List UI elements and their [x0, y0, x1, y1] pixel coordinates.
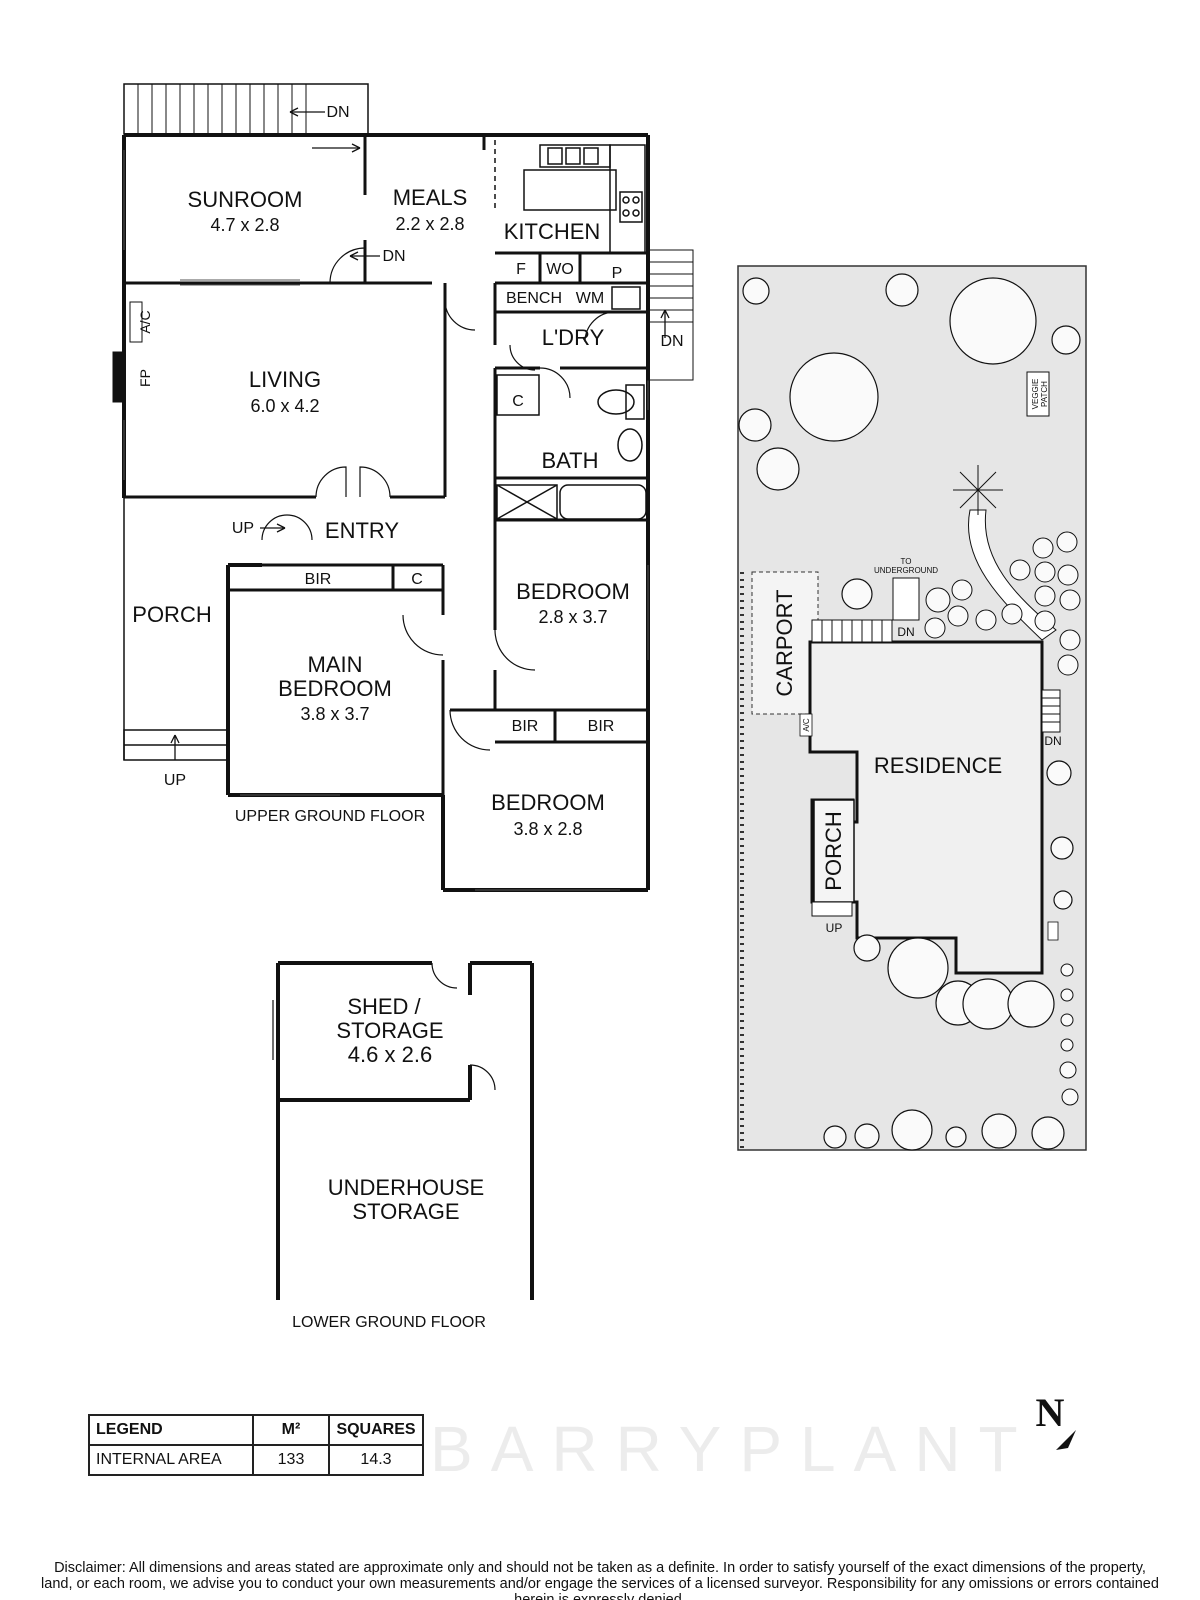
site-dn-label: DN [897, 625, 914, 639]
site-ac-unit [799, 713, 813, 737]
porch-outline [123, 498, 229, 761]
fireplace [112, 351, 126, 403]
main-bir-label: BIR [305, 571, 332, 588]
bath-fixtures [496, 374, 647, 520]
meals-dim: 2.2 x 2.8 [395, 214, 464, 234]
living-dim: 6.0 x 4.2 [250, 396, 319, 416]
squares-header: SQUARES [328, 1414, 424, 1446]
hot-water-unit [1047, 921, 1059, 941]
lower-ground-floor [272, 961, 534, 1300]
main-bedroom-dim: 3.8 x 3.7 [300, 704, 369, 724]
windows [123, 150, 649, 891]
bath-label: BATH [541, 448, 598, 473]
bedroom3-dim: 3.8 x 2.8 [513, 819, 582, 839]
north-arrow: N [1036, 1392, 1076, 1450]
carport [751, 571, 819, 715]
underground-access [892, 577, 920, 621]
laundry-dn-label: DN [660, 333, 683, 350]
area-legend: LEGEND M² SQUARES INTERNAL AREA 133 14.3 [88, 1414, 424, 1476]
sunroom-dn-label: DN [382, 248, 405, 265]
bench-label: BENCH [506, 290, 562, 307]
site-labels: RESIDENCE CARPORT PORCH TO UNDERGROUND V… [772, 379, 1062, 935]
site-dn-label-2: DN [1044, 734, 1061, 748]
linen-cupboard-label: C [512, 393, 524, 410]
porch-label: PORCH [132, 602, 211, 627]
pantry-label: P [612, 265, 623, 282]
shed-dim: 4.6 x 2.6 [348, 1042, 432, 1067]
shed-label-1: SHED / [347, 994, 421, 1019]
site-up-label: UP [826, 921, 843, 935]
upper-ground-floor [112, 83, 694, 892]
deck-dn-label: DN [326, 104, 349, 121]
porch-up-label: UP [164, 772, 186, 789]
veggie-label-2: PATCH [1040, 381, 1049, 407]
underhouse-label-2: STORAGE [352, 1199, 459, 1224]
laundry-label: L'DRY [542, 325, 605, 350]
shrubs [924, 531, 1081, 1106]
ac-label: A/C [137, 310, 153, 333]
north-label: N [1036, 1392, 1065, 1435]
door-swings [261, 247, 616, 751]
deck-stair-treads [137, 84, 307, 134]
entry-label: ENTRY [325, 518, 399, 543]
ac-unit [129, 301, 143, 343]
underhouse-label-1: UNDERHOUSE [328, 1175, 484, 1200]
north-arrow-icon [1056, 1430, 1076, 1450]
laundry-stairs [647, 249, 694, 381]
legend-header: LEGEND [88, 1414, 254, 1446]
kitchen-fixtures [494, 140, 646, 310]
main-bedroom-label-1: MAIN [308, 652, 363, 677]
internal-area-label: INTERNAL AREA [88, 1444, 254, 1476]
fridge-label: F [516, 261, 526, 278]
to-underground-label-1: TO [901, 557, 912, 566]
brand-watermark: BARRYPLANT [430, 1413, 1036, 1485]
m2-header: M² [252, 1414, 330, 1446]
site-stairs [811, 619, 1061, 917]
site-porch-label: PORCH [821, 811, 846, 890]
internal-area-squares: 14.3 [328, 1444, 424, 1476]
bedroom2-dim: 2.8 x 3.7 [538, 607, 607, 627]
upper-labels: SUNROOM 4.7 x 2.8 MEALS 2.2 x 2.8 KITCHE… [132, 104, 683, 839]
sunroom-label: SUNROOM [188, 187, 303, 212]
internal-walls [124, 135, 648, 795]
bedroom2-label: BEDROOM [516, 579, 630, 604]
lower-floor-label: LOWER GROUND FLOOR [292, 1314, 486, 1331]
carport-label: CARPORT [772, 589, 797, 696]
internal-area-m2: 133 [252, 1444, 330, 1476]
bedroom2-bir-label: BIR [512, 718, 539, 735]
site-plan [737, 265, 1087, 1151]
veggie-patch [1026, 371, 1050, 417]
disclaimer: Disclaimer: All dimensions and areas sta… [41, 1560, 1159, 1600]
shed-label-2: STORAGE [336, 1018, 443, 1043]
bedroom3-label: BEDROOM [491, 790, 605, 815]
site-ac-label: A/C [802, 718, 811, 732]
trees [738, 273, 1081, 1151]
bedroom3-bir-label: BIR [588, 718, 615, 735]
entry-up-label: UP [232, 520, 254, 537]
sunroom-dim: 4.7 x 2.8 [210, 215, 279, 235]
main-cupboard-label: C [411, 571, 423, 588]
legend-row: INTERNAL AREA 133 14.3 [88, 1444, 424, 1476]
garden-star-plant [953, 465, 1003, 515]
living-label: LIVING [249, 367, 321, 392]
kitchen-label: KITCHEN [504, 219, 601, 244]
residence-label: RESIDENCE [874, 753, 1002, 778]
to-underground-label-2: UNDERGROUND [874, 566, 938, 575]
wall-oven-label: WO [546, 261, 574, 278]
fp-label: FP [137, 369, 153, 387]
arrows [170, 107, 670, 760]
legend-header-row: LEGEND M² SQUARES [88, 1414, 424, 1446]
lower-labels: SHED / STORAGE 4.6 x 2.6 UNDERHOUSE STOR… [292, 994, 486, 1331]
upper-floor-label: UPPER GROUND FLOOR [235, 808, 425, 825]
main-bedroom-label-2: BEDROOM [278, 676, 392, 701]
meals-label: MEALS [393, 185, 468, 210]
veggie-label-1: VEGGIE [1031, 379, 1040, 410]
wm-label: WM [576, 290, 604, 307]
